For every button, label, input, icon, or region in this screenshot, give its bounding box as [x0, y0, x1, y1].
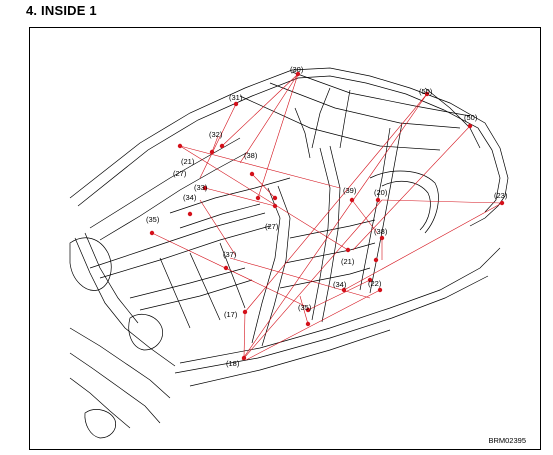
callout-22: (22) — [368, 279, 382, 288]
callout-35: (35) — [146, 215, 160, 224]
leader-lines — [151, 73, 503, 361]
figure-code: BRM02395 — [488, 436, 526, 445]
callout-30: (30) — [290, 65, 304, 74]
callout-27: (27) — [173, 169, 187, 178]
car-body-outline — [69, 67, 509, 439]
mount-points — [149, 71, 505, 361]
body-diagram: (30) (31) (32) (21) (27) (38) (33) (34) … — [69, 65, 509, 439]
callout-34: (34) — [183, 193, 197, 202]
section-heading: 4. INSIDE 1 — [26, 3, 97, 18]
callout-50: (50) — [464, 113, 478, 122]
callout-27: (27) — [265, 222, 279, 231]
callout-31: (31) — [229, 93, 243, 102]
callout-39: (39) — [343, 186, 357, 195]
callout-21: (21) — [341, 257, 355, 266]
callout-35: (35) — [298, 303, 312, 312]
callout-18: (18) — [226, 359, 240, 368]
callout-38: (38) — [374, 227, 388, 236]
callout-37: (37) — [223, 250, 237, 259]
callout-32: (32) — [209, 130, 223, 139]
diagram-frame: (30) (31) (32) (21) (27) (38) (33) (34) … — [29, 27, 541, 450]
callout-23: (23) — [494, 191, 508, 200]
callout-34: (34) — [333, 280, 347, 289]
callout-labels: (30) (31) (32) (21) (27) (38) (33) (34) … — [146, 65, 508, 368]
callout-33: (33) — [194, 183, 208, 192]
callout-20: (20) — [374, 188, 388, 197]
callout-38: (38) — [244, 151, 258, 160]
callout-50: (50) — [419, 87, 433, 96]
callout-21: (21) — [181, 157, 195, 166]
callout-17: (17) — [224, 310, 238, 319]
